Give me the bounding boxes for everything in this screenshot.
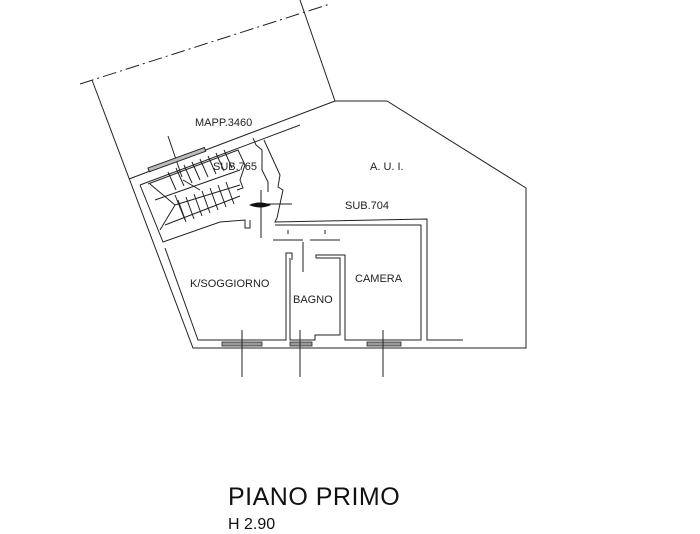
doorway-lines — [273, 230, 340, 272]
label-bagno: BAGNO — [293, 294, 333, 306]
label-camera: CAMERA — [355, 273, 403, 285]
staircase — [147, 135, 246, 231]
plan-title: PIANO PRIMO — [228, 483, 401, 511]
label-aui: A. U. I. — [370, 161, 404, 173]
label-sub765: SUB.765 — [213, 161, 257, 173]
door-symbol — [249, 190, 292, 238]
corridor-walls — [252, 137, 463, 341]
label-mapp: MAPP.3460 — [195, 117, 252, 129]
room-walls — [164, 247, 341, 341]
height-note: H 2.90 — [228, 516, 276, 533]
label-sub704: SUB.704 — [345, 200, 389, 212]
windows — [221, 330, 402, 377]
boundary-dashed-line — [79, 3, 331, 85]
wall-top-left — [139, 124, 301, 243]
label-soggiorno: K/SOGGIORNO — [190, 278, 270, 290]
